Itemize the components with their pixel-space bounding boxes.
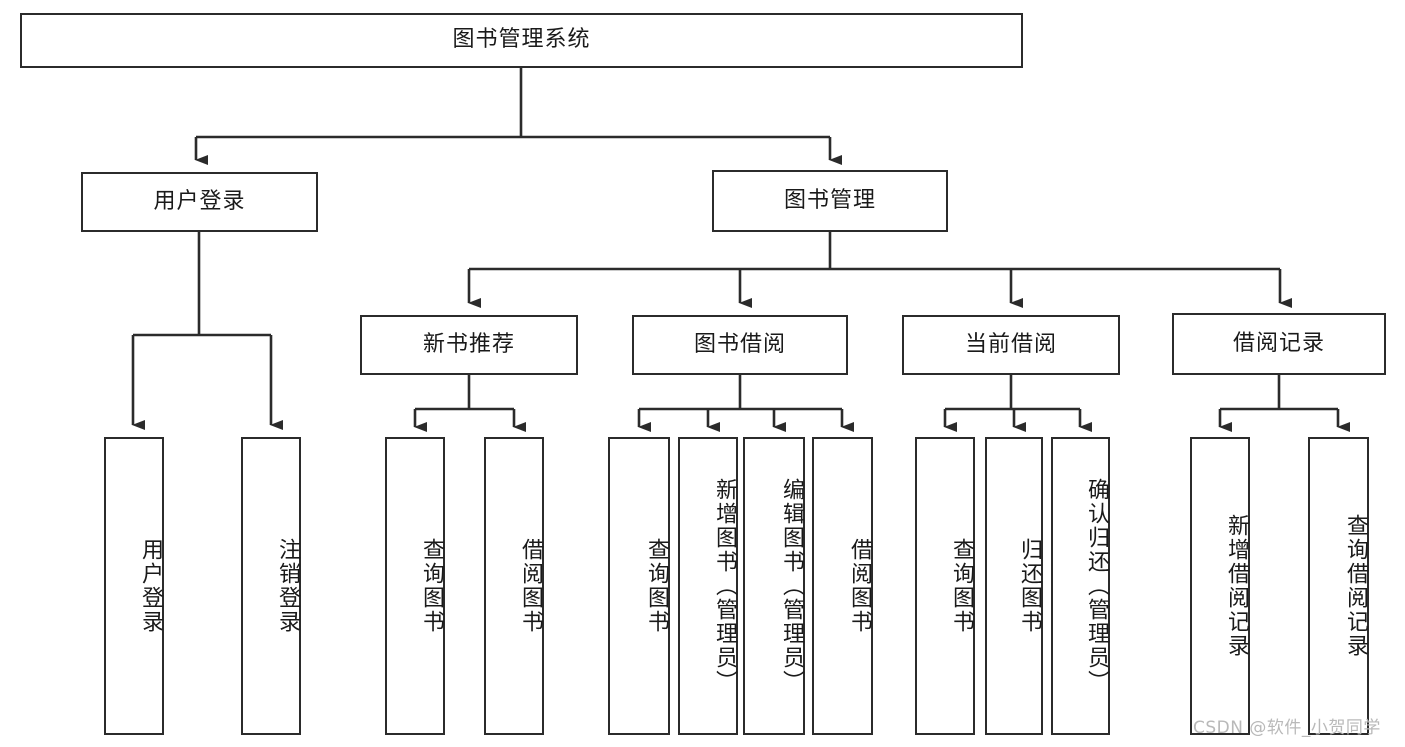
- node-borrow-record-label: 借阅记录: [1232, 330, 1325, 356]
- leaf-query-book-current[interactable]: 查询图书: [915, 437, 975, 735]
- node-root[interactable]: 图书管理系统: [20, 13, 1023, 68]
- leaf-confirm-return-admin[interactable]: 确认归还（管理员）: [1051, 437, 1110, 735]
- leaf-query-borrow-record-label: 查询借阅记录: [1343, 514, 1368, 658]
- node-borrow-record[interactable]: 借阅记录: [1172, 313, 1386, 375]
- leaf-return-book[interactable]: 归还图书: [985, 437, 1043, 735]
- leaf-query-book-borrow-label: 查询图书: [644, 538, 669, 634]
- leaf-query-book-recommend[interactable]: 查询图书: [385, 437, 445, 735]
- node-current-borrow-label: 当前借阅: [964, 331, 1057, 357]
- csdn-watermark: CSDN @软件_小贺同学: [1193, 718, 1381, 738]
- node-book-management[interactable]: 图书管理: [712, 170, 948, 232]
- node-new-book-recommend-label: 新书推荐: [422, 331, 515, 357]
- leaf-query-book-borrow[interactable]: 查询图书: [608, 437, 670, 735]
- leaf-user-login[interactable]: 用户登录: [104, 437, 164, 735]
- leaf-borrow-book-label: 借阅图书: [847, 538, 872, 634]
- node-book-borrow[interactable]: 图书借阅: [632, 315, 848, 375]
- leaf-query-book-recommend-label: 查询图书: [419, 538, 444, 634]
- node-root-label: 图书管理系统: [452, 27, 591, 53]
- leaf-add-book-admin-label: 新增图书（管理员）: [712, 478, 737, 694]
- leaf-add-borrow-record-label: 新增借阅记录: [1224, 514, 1249, 658]
- leaf-borrow-book-recommend-label: 借阅图书: [518, 538, 543, 634]
- leaf-user-login-label: 用户登录: [138, 538, 163, 634]
- leaf-confirm-return-admin-label: 确认归还（管理员）: [1084, 478, 1109, 694]
- leaf-add-book-admin[interactable]: 新增图书（管理员）: [678, 437, 738, 735]
- leaf-borrow-book[interactable]: 借阅图书: [812, 437, 873, 735]
- leaf-logout-label: 注销登录: [275, 538, 300, 634]
- node-book-borrow-label: 图书借阅: [693, 331, 786, 357]
- leaf-query-book-current-label: 查询图书: [949, 538, 974, 634]
- node-current-borrow[interactable]: 当前借阅: [902, 315, 1120, 375]
- leaf-logout[interactable]: 注销登录: [241, 437, 301, 735]
- leaf-add-borrow-record[interactable]: 新增借阅记录: [1190, 437, 1250, 735]
- node-new-book-recommend[interactable]: 新书推荐: [360, 315, 578, 375]
- leaf-query-borrow-record[interactable]: 查询借阅记录: [1308, 437, 1369, 735]
- node-user-login-label: 用户登录: [153, 188, 246, 214]
- leaf-borrow-book-recommend[interactable]: 借阅图书: [484, 437, 544, 735]
- leaf-edit-book-admin[interactable]: 编辑图书（管理员）: [743, 437, 805, 735]
- leaf-return-book-label: 归还图书: [1017, 538, 1042, 634]
- node-user-login[interactable]: 用户登录: [81, 172, 318, 232]
- leaf-edit-book-admin-label: 编辑图书（管理员）: [779, 478, 804, 694]
- node-book-management-label: 图书管理: [783, 187, 876, 213]
